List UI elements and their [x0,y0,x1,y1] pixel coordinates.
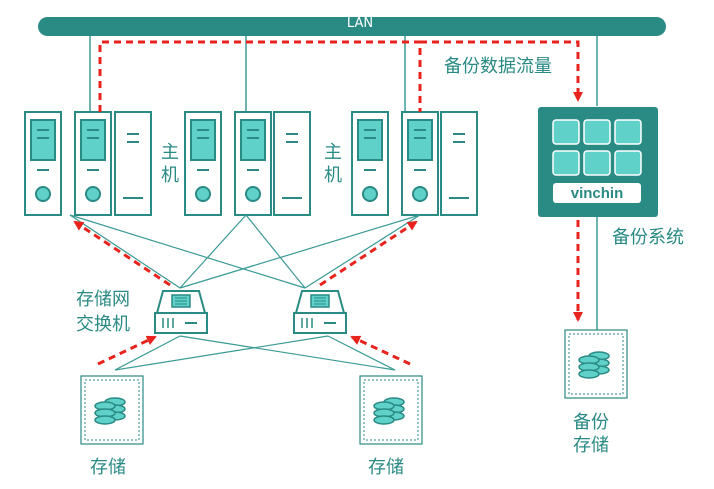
backup-system-label: 备份系统 [612,227,684,248]
host-left-label: 主机 [161,142,179,186]
lan-bar [38,17,666,36]
host-right-label: 主机 [324,142,342,186]
host-group-right [351,111,478,216]
storage-switch-right [293,290,347,334]
server-9 [440,111,478,216]
server-1 [24,111,62,216]
vinchin-logo [553,183,641,203]
storage-switch-label: 存储网交换机 [76,289,130,335]
storage-right-icon [359,375,423,445]
svg-text:vinchin: vinchin [571,185,624,202]
san-links [69,214,421,371]
storage-right-label: 存储 [368,457,404,478]
backup-storage-icon [564,329,628,399]
storage-switch-left [154,290,208,334]
lan-label: LAN [346,16,374,31]
server-4 [184,111,222,216]
backup-storage-label: 备份存储 [573,412,609,456]
server-8 [401,111,439,216]
storage-left-label: 存储 [90,457,126,478]
server-6 [273,111,311,216]
host-group-center [184,111,311,216]
host-group-left [24,111,152,216]
backup-appliance: vinchin [538,107,658,217]
server-5 [234,111,272,216]
lan-drop-lines [89,36,598,330]
storage-left-icon [80,375,144,445]
server-2 [74,111,112,216]
server-7 [351,111,389,216]
server-3 [114,111,152,216]
backup-flow-label: 备份数据流量 [444,56,552,77]
backup-flow-path [73,40,583,366]
